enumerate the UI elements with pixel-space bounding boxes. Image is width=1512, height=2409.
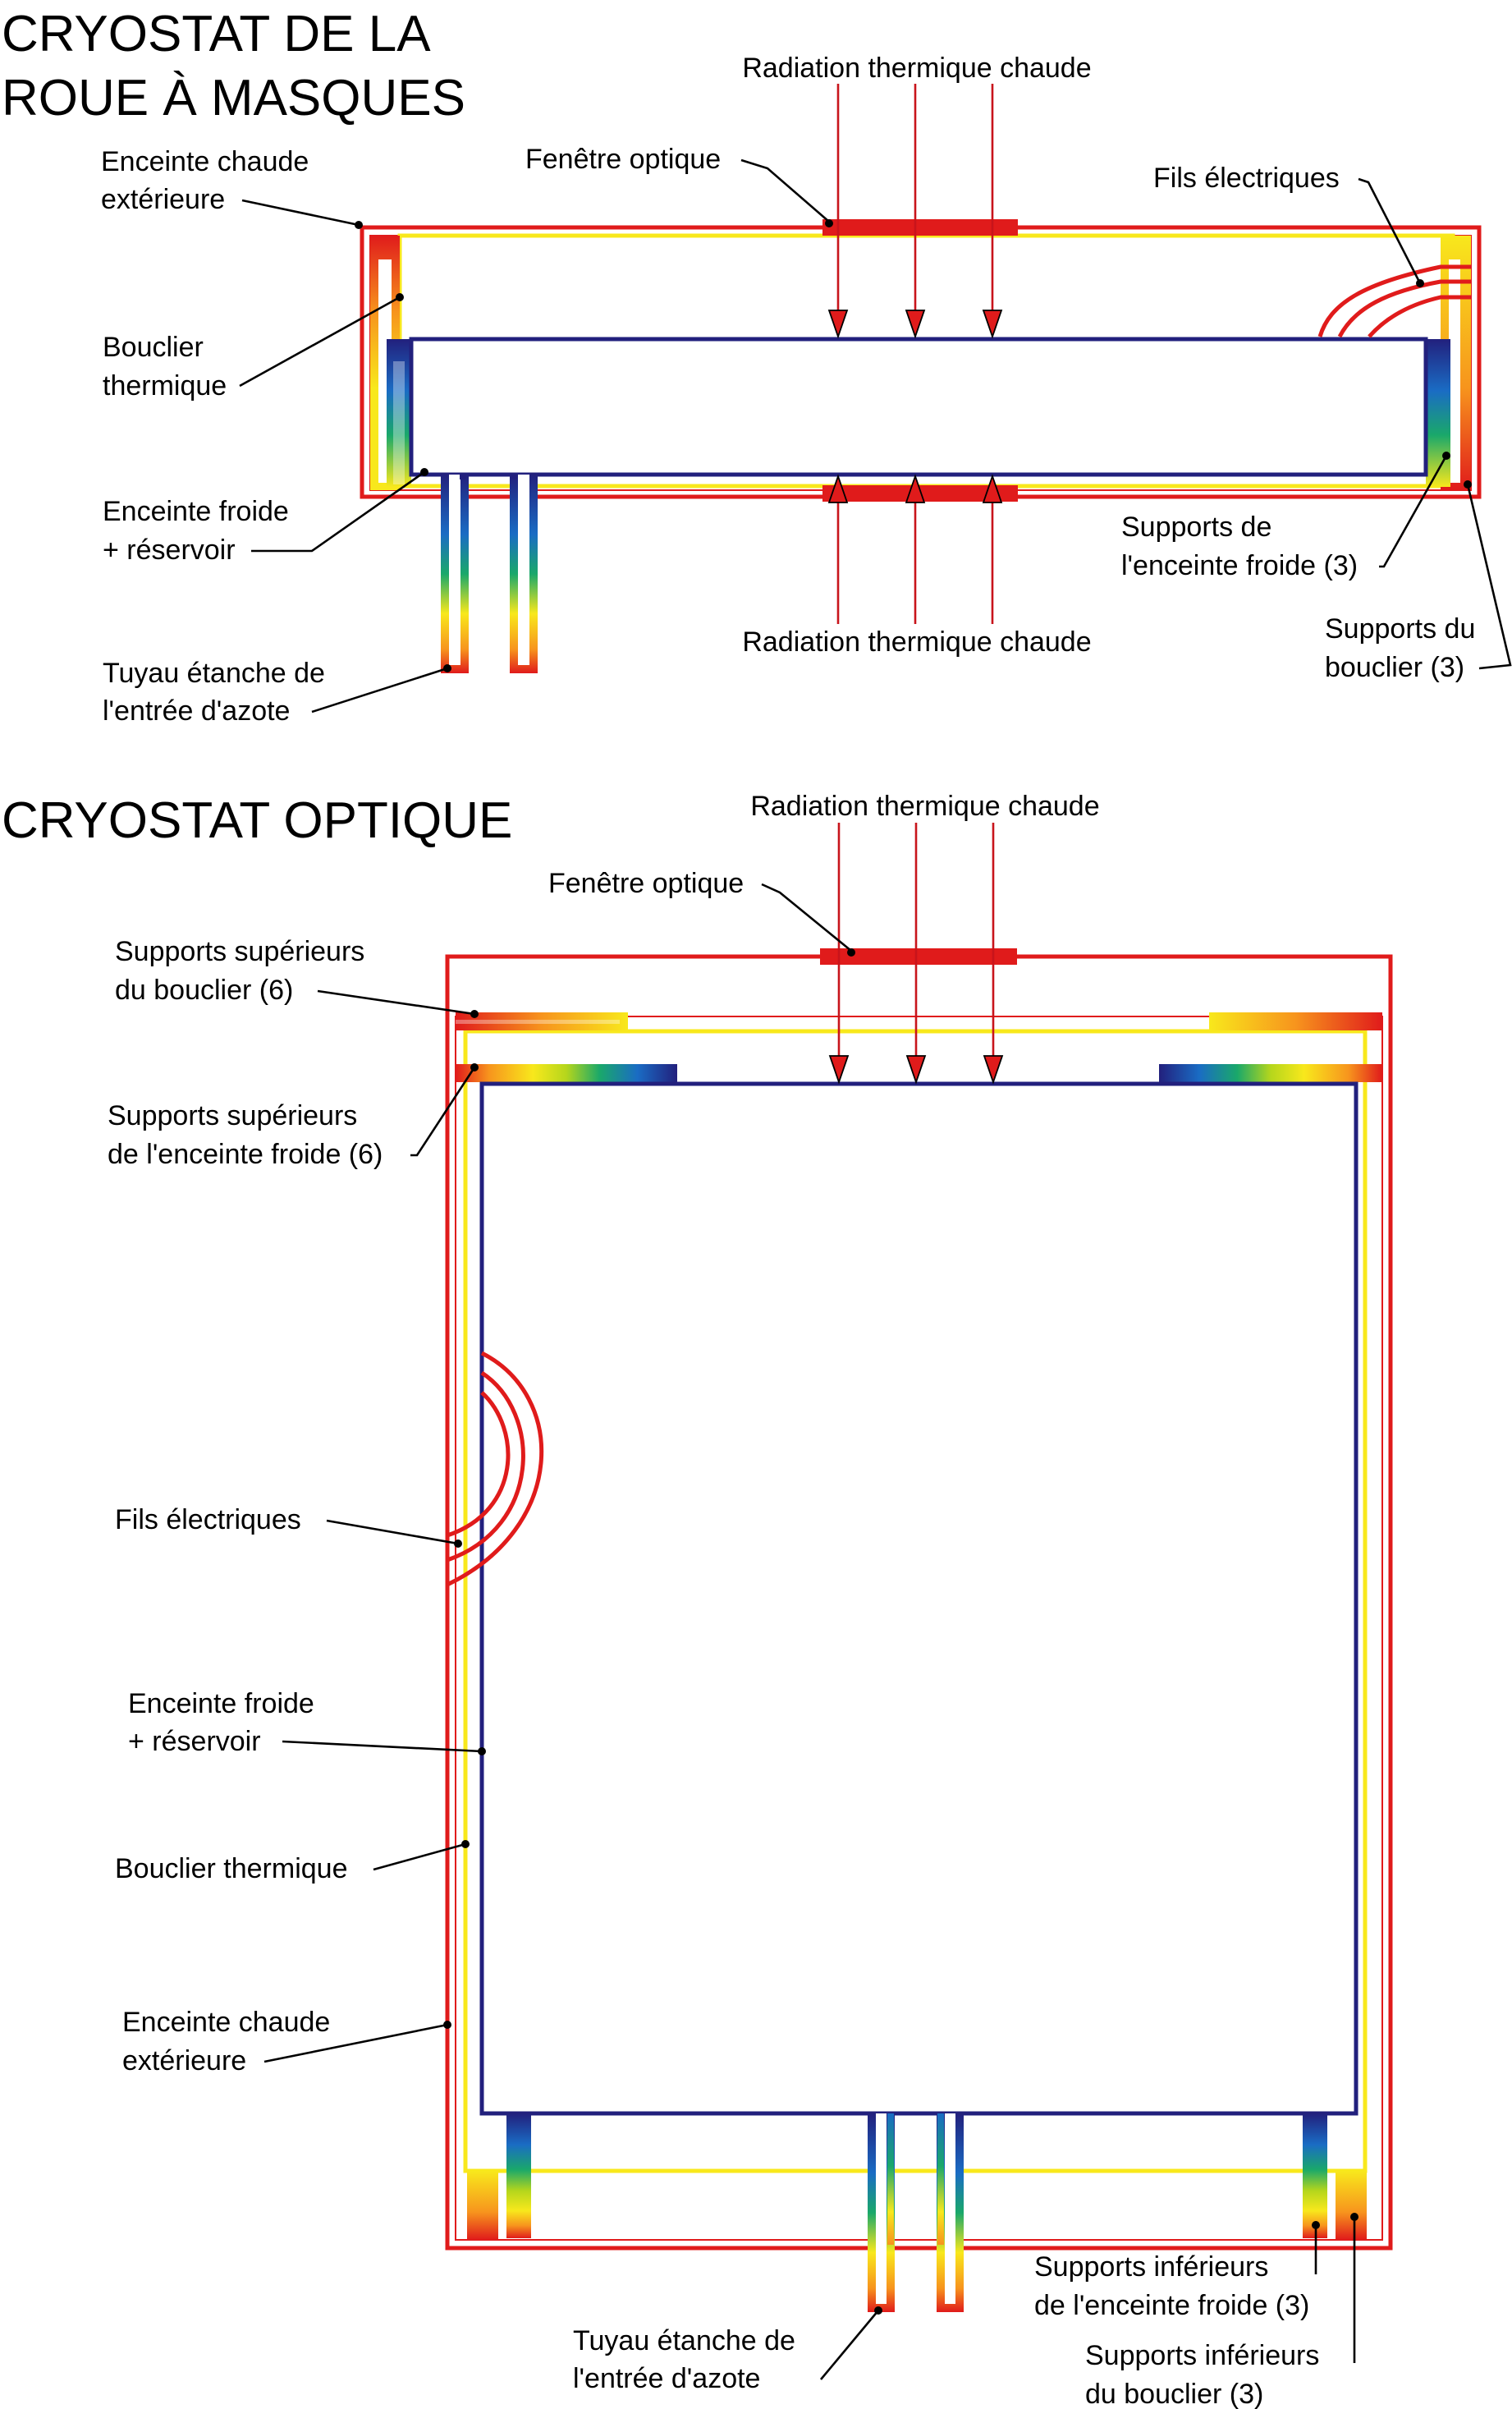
top-shieldsup-label-line2: bouclier (3) <box>1325 652 1464 683</box>
top-cold-support-left <box>387 339 411 487</box>
top-cold-support-left-core <box>393 361 405 484</box>
bottom-shield-label: Bouclier thermique <box>115 1853 347 1884</box>
bottom-pipe-label-line1: Tuyau étanche de <box>573 2325 795 2356</box>
top-shield-label-line1: Bouclier <box>103 332 204 363</box>
top-wires-label: Fils électriques <box>1153 163 1340 194</box>
top-diagram: CRYOSTAT DE LA ROUE À MASQUES <box>2 6 1512 727</box>
bottom-lower-shield-support-left <box>467 2171 498 2240</box>
bottom-upper-cold-label-line2: de l'enceinte froide (6) <box>108 1139 383 1170</box>
bottom-optical-window <box>820 948 1017 965</box>
bottom-lower-shield-label-line2: du bouclier (3) <box>1085 2379 1263 2409</box>
bottom-outer-label-line1: Enceinte chaude <box>122 2007 330 2038</box>
bottom-upper-cold-label-line1: Supports supérieurs <box>108 1100 357 1131</box>
top-nitrogen-pipe <box>441 475 538 673</box>
bottom-upper-shield-label-line1: Supports supérieurs <box>115 936 364 967</box>
bottom-wires-label: Fils électriques <box>115 1504 301 1535</box>
top-radiation-arrows-down <box>827 84 1003 339</box>
bottom-upper-shield-support-right <box>1209 1012 1382 1030</box>
top-title-line1: CRYOSTAT DE LA <box>2 6 431 62</box>
bottom-cold-enclosure <box>479 1081 1359 2116</box>
bottom-upper-shield-support-left-core <box>456 1020 620 1024</box>
bottom-lower-shield-support-right <box>1336 2171 1367 2240</box>
bottom-outer-inner-wall <box>455 1016 1383 2241</box>
top-electrical-wires <box>1317 264 1471 338</box>
top-title-line2: ROUE À MASQUES <box>2 70 465 126</box>
top-cold-support-right <box>1426 339 1450 487</box>
top-shieldsup-label-line1: Supports du <box>1325 613 1475 645</box>
top-shield-label-line2: thermique <box>103 370 227 402</box>
bottom-upper-cold-support-left <box>456 1064 677 1082</box>
top-radiation-arrows-up <box>827 474 1003 624</box>
bottom-radiation-label: Radiation thermique chaude <box>750 791 1099 822</box>
top-cold-enclosure <box>409 337 1428 477</box>
top-coldsup-label-line1: Supports de <box>1121 512 1271 543</box>
top-pipe-label-line2: l'entrée d'azote <box>103 695 290 727</box>
bottom-lower-cold-label-line2: de l'enceinte froide (3) <box>1034 2290 1309 2321</box>
bottom-lower-cold-support-right <box>1303 2113 1327 2238</box>
bottom-cold-label-line2: + réservoir <box>128 1726 261 1757</box>
top-shield-support-right-core <box>1449 259 1460 483</box>
bottom-diagram: CRYOSTAT OPTIQUE <box>2 791 1393 2409</box>
top-pipe-label-line1: Tuyau étanche de <box>103 658 325 689</box>
bottom-lower-cold-support-left <box>506 2113 531 2238</box>
bottom-upper-shield-label-line2: du bouclier (6) <box>115 975 293 1006</box>
top-radiation-label-top: Radiation thermique chaude <box>742 53 1091 84</box>
bottom-cold-label-line1: Enceinte froide <box>128 1688 314 1719</box>
bottom-lower-shield-label-line1: Supports inférieurs <box>1085 2340 1319 2371</box>
bottom-upper-shield-support-left <box>456 1012 628 1030</box>
bottom-nitrogen-pipe <box>868 2113 964 2312</box>
top-cold-label-line2: + réservoir <box>103 535 236 566</box>
top-optical-window-upper <box>822 219 1018 236</box>
bottom-outer-label-line2: extérieure <box>122 2045 246 2076</box>
bottom-lower-cold-label-line1: Supports inférieurs <box>1034 2251 1268 2283</box>
top-window-label: Fenêtre optique <box>525 144 721 175</box>
bottom-title: CRYOSTAT OPTIQUE <box>2 792 512 849</box>
top-coldsup-label-line2: l'enceinte froide (3) <box>1121 550 1358 581</box>
bottom-upper-cold-support-right <box>1159 1064 1382 1082</box>
top-outer-label-line1: Enceinte chaude <box>101 146 309 177</box>
bottom-electrical-wires <box>446 1351 544 1587</box>
bottom-window-label: Fenêtre optique <box>548 868 744 899</box>
top-radiation-label-bottom: Radiation thermique chaude <box>742 626 1091 658</box>
top-outer-label-line2: extérieure <box>101 184 225 215</box>
bottom-pipe-label-line2: l'entrée d'azote <box>573 2363 760 2394</box>
top-cold-label-line1: Enceinte froide <box>103 496 289 527</box>
